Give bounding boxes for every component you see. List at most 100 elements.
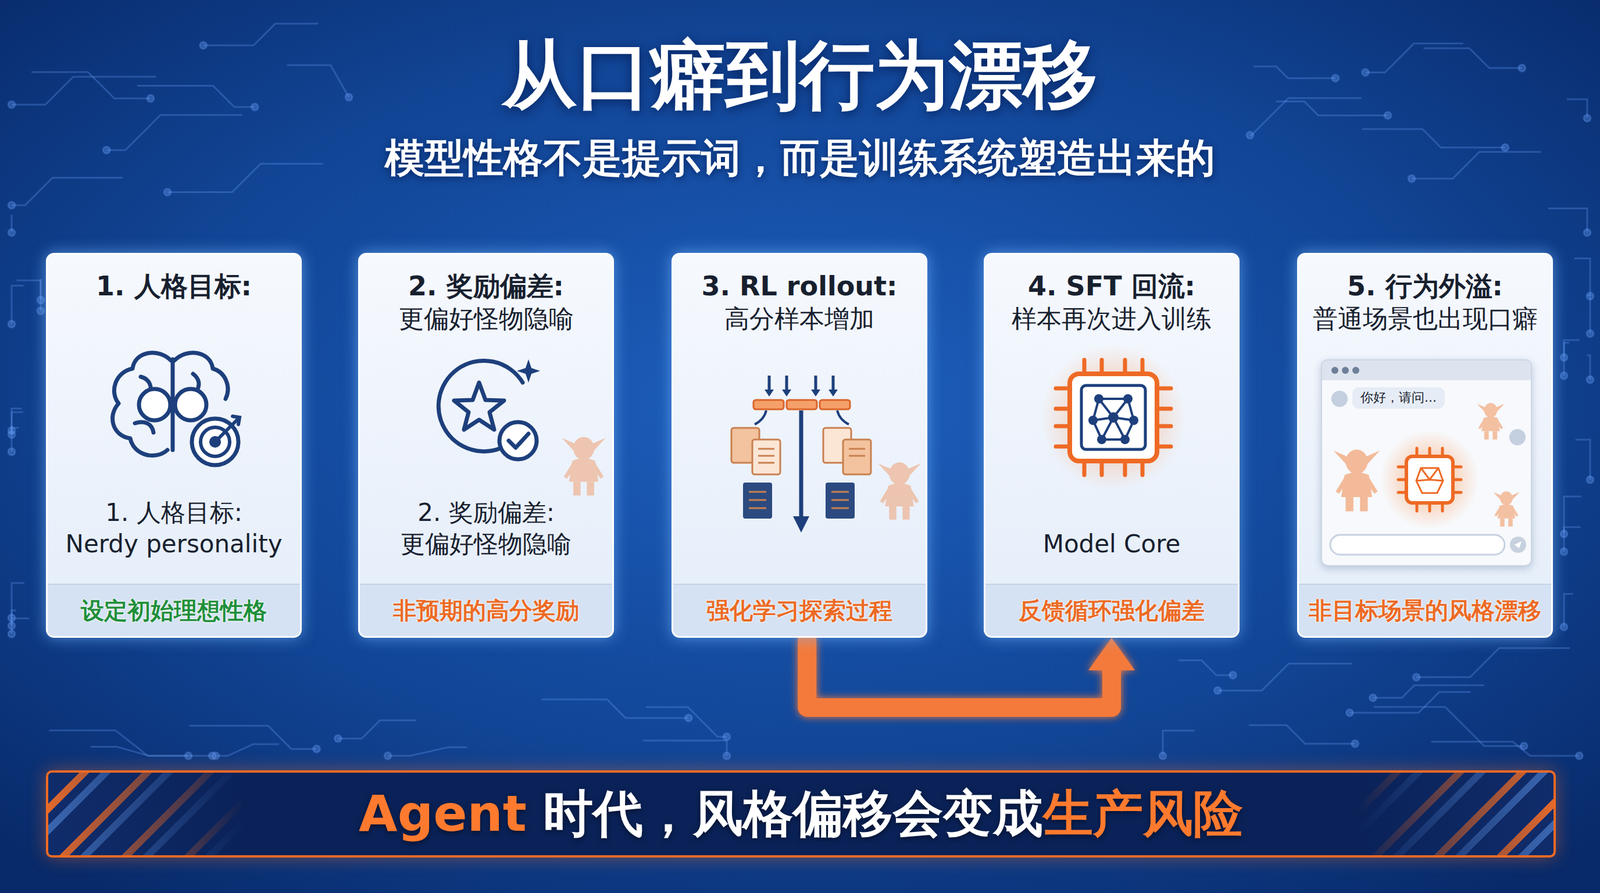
- circuit-pad: [1331, 74, 1339, 82]
- reward-icon-part: [561, 436, 606, 496]
- chat-window-icon-part: [1352, 366, 1360, 374]
- circuit-pad: [1213, 687, 1221, 695]
- rollout-icon-part: [769, 375, 834, 392]
- chat-window-icon-part: [1406, 456, 1453, 503]
- circuit-pad: [1345, 709, 1353, 717]
- brain-icon: [47, 254, 302, 638]
- circuit-trace: [387, 747, 467, 756]
- circuit-pad: [251, 103, 259, 111]
- circuit-pad: [1560, 372, 1568, 380]
- card-head: 1. 人格目标:: [47, 254, 300, 342]
- brain-icon-part: [209, 436, 221, 448]
- rollout-icon-part: [825, 482, 855, 519]
- model-core-icon-part: [1088, 415, 1098, 425]
- circuit-pad: [1586, 476, 1594, 484]
- circuit-pad: [313, 745, 321, 753]
- circuit-trace: [1276, 101, 1388, 116]
- circuit-pad: [723, 733, 731, 741]
- step-tag: 非目标场景的风格漂移: [1308, 596, 1542, 625]
- circuit-trace: [215, 744, 280, 756]
- flow-arrow: [1239, 440, 1265, 459]
- circuit-trace: [287, 65, 349, 98]
- flow-arrow: [927, 366, 952, 386]
- circuit-pad: [1586, 330, 1594, 338]
- step-card: 1. 人格目标: 1. 人格目标:Nerdy personality 设定初始理想性…: [45, 252, 302, 638]
- circuit-trace: [137, 85, 255, 107]
- rollout-icon-part: [819, 400, 850, 410]
- model-core-icon-part: [1081, 385, 1146, 450]
- chat-window-icon-part: [1333, 449, 1381, 512]
- circuit-pad: [1384, 111, 1392, 119]
- circuit-pad: [8, 229, 16, 237]
- circuit-trace: [1373, 706, 1524, 746]
- circuit-pad: [1351, 740, 1359, 748]
- card-band: 非预期的高分奖励: [359, 583, 613, 637]
- circuit-trace: [541, 699, 689, 719]
- circuit-pad: [1586, 376, 1594, 384]
- card-mid: 2. 奖励偏差:更偏好怪物隐喻: [359, 341, 613, 584]
- circuit-pad: [345, 93, 353, 101]
- step-heading: 普通场景也出现口癖: [1306, 303, 1544, 335]
- chat-window-icon-part: [1331, 366, 1339, 374]
- brain-icon-part: [215, 416, 240, 442]
- card-mid: 1. 人格目标:Nerdy personality: [47, 341, 300, 584]
- circuit-trace: [1248, 725, 1356, 744]
- chat-window-icon-part: [1380, 430, 1480, 530]
- circuit-pad: [1229, 671, 1237, 679]
- model-core-icon-part: [1097, 434, 1107, 445]
- model-core-icon-part: [1094, 394, 1104, 404]
- step-heading: 高分样本增加: [681, 303, 918, 335]
- card-head: 2. 奖励偏差:更偏好怪物隐喻: [359, 254, 613, 342]
- circuit-trace: [203, 23, 319, 46]
- circuit-pad: [200, 41, 207, 49]
- reward-icon-part: [516, 359, 541, 383]
- banner-text: 时代，风格偏移会变成: [543, 783, 1044, 844]
- circuit-trace: [11, 285, 24, 324]
- circuit-trace: [1548, 208, 1588, 233]
- circuit-pad: [1575, 752, 1583, 760]
- card-band: 反馈循环强化偏差: [985, 583, 1238, 637]
- circuit-pad: [8, 614, 16, 622]
- chat-window-icon-part: [1509, 429, 1526, 446]
- flow-arrow: [613, 440, 639, 459]
- brain-icon-part: [175, 388, 207, 421]
- chat-window-icon-part: [1509, 536, 1527, 553]
- step-tag: 强化学习探索过程: [706, 596, 893, 625]
- circuit-pad: [37, 307, 45, 315]
- circuit-pad: [8, 201, 16, 209]
- rollout-icon-part: [823, 427, 852, 463]
- circuit-trace: [645, 706, 727, 737]
- rollout-icon-part: [731, 427, 871, 475]
- chat-window-icon-part: [1514, 541, 1522, 549]
- circuit-trace: [1416, 648, 1570, 678]
- brain-icon-part: [112, 352, 171, 456]
- circuit-trace: [1431, 741, 1580, 756]
- rollout-icon-part: [754, 410, 849, 425]
- circuit-trace: [643, 740, 727, 756]
- circuit-trace: [1563, 496, 1582, 534]
- banner-text: Agent: [358, 783, 527, 844]
- chat-window-icon-part: [1330, 534, 1505, 555]
- step-tag: 设定初始理想性格: [80, 596, 267, 625]
- circuit-pad: [8, 630, 16, 638]
- rollout-icon-part: [793, 516, 810, 533]
- step-heading: 1. 人格目标:: [55, 269, 292, 304]
- chat-window-icon-part: [1476, 402, 1505, 440]
- step-card: 2. 奖励偏差:更偏好怪物隐喻2. 奖励偏差:更偏好怪物隐喻非预期的高分奖励: [358, 252, 614, 638]
- brain-icon-part: [134, 373, 199, 433]
- subtitle: 模型性格不是提示词，而是训练系统塑造出来的: [0, 132, 1600, 184]
- rollout-icon-part: [786, 400, 817, 410]
- circuit-pad: [1408, 175, 1416, 182]
- step-card: 5. 行为外溢:普通场景也出现口癖非目标场景的风格漂移 你好，请问...: [1297, 252, 1553, 638]
- step-heading: 2. 奖励偏差:: [368, 269, 605, 304]
- header: 从口癖到行为漂移模型性格不是提示词，而是训练系统塑造出来的: [0, 30, 1600, 184]
- chat-window-icon-part: [1493, 491, 1520, 527]
- reward-icon-part: [454, 382, 505, 430]
- circuit-pad: [684, 714, 692, 722]
- card-head: 4. SFT 回流:样本再次进入训练: [985, 254, 1238, 342]
- circuit-pad: [1560, 354, 1568, 362]
- circuit-trace: [1349, 691, 1471, 713]
- circuit-trace: [11, 177, 123, 206]
- circuit-trace: [11, 76, 157, 105]
